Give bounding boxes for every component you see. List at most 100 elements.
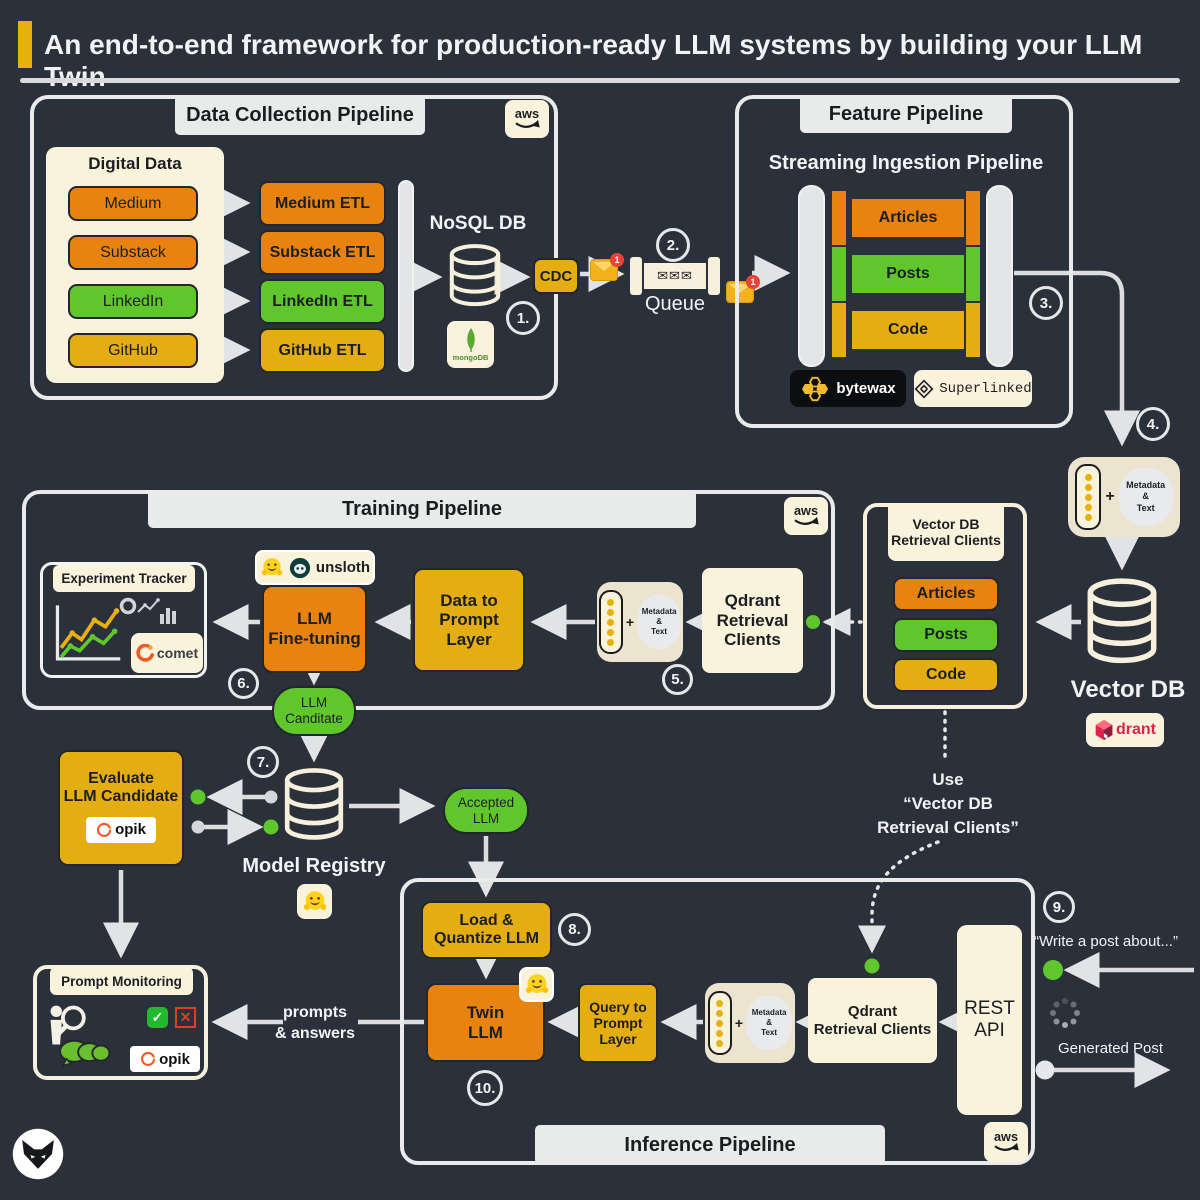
- source-medium: Medium: [68, 186, 198, 221]
- unsloth-icon: [289, 557, 311, 578]
- ingestion-left-bar: [798, 185, 825, 367]
- vdb-item-posts: Posts: [893, 618, 999, 652]
- qdrant-logo: drant: [1086, 713, 1164, 747]
- cdc-node: CDC: [533, 258, 579, 294]
- digital-data-title: Digital Data: [88, 154, 182, 173]
- huggingface-icon-registry: [297, 884, 332, 919]
- user-prompt-text: “Write a post about...”: [1034, 933, 1178, 950]
- streaming-ingestion-title: Streaming Ingestion Pipeline: [768, 152, 1044, 174]
- generated-post-label: Generated Post: [1058, 1040, 1164, 1057]
- aws-icon-3: aws: [984, 1122, 1028, 1162]
- lane-code-left-block: [832, 303, 846, 357]
- etl-github: GitHub ETL: [259, 328, 386, 373]
- experiment-tracker-label: Experiment Tracker: [53, 565, 195, 592]
- queue-icon: ✉✉✉: [644, 263, 706, 289]
- superlinked-icon: [914, 378, 934, 399]
- bytewax-logo: bytewax: [790, 370, 906, 407]
- feature-pipeline-header: Feature Pipeline: [800, 95, 1012, 133]
- inference-pipeline-header: Inference Pipeline: [535, 1125, 885, 1165]
- etl-collector-bar: [398, 180, 414, 372]
- mongodb-icon: mongoDB: [447, 321, 494, 368]
- step-badge-5: 5.: [662, 664, 693, 695]
- queue-left-cap: [630, 257, 642, 295]
- lane-code-right-block: [966, 303, 980, 357]
- inspector-person-icon: [42, 998, 118, 1079]
- etl-linkedin: LinkedIn ETL: [259, 279, 386, 324]
- huggingface-icon-twin: [519, 967, 554, 1002]
- message-envelope-icon-2: 1: [726, 275, 760, 303]
- queue-label: Queue: [644, 293, 706, 315]
- lane-posts-left-block: [832, 247, 846, 301]
- nosql-db-label: NoSQL DB: [429, 213, 527, 234]
- svg-text:aws: aws: [794, 503, 818, 518]
- step-badge-1: 1.: [506, 301, 540, 335]
- huggingface-icon: [261, 557, 283, 575]
- vdb-item-code: Code: [893, 658, 999, 692]
- prompts-answers-label: prompts& answers: [274, 1004, 356, 1042]
- training-pipeline-header: Training Pipeline: [148, 490, 696, 528]
- lane-posts-right-block: [966, 247, 980, 301]
- etl-medium: Medium ETL: [259, 181, 386, 226]
- vector-embedding-icon-inference: + Metadata&Text: [705, 983, 795, 1063]
- lane-articles-right-block: [966, 191, 980, 245]
- lane-posts: Posts: [852, 255, 964, 293]
- qdrant-icon: [1095, 720, 1113, 740]
- loading-spinner-icon: [1048, 996, 1082, 1035]
- step-badge-4: 4.: [1136, 407, 1170, 441]
- vector-pill-icon: [1075, 464, 1102, 530]
- lane-articles-left-block: [832, 191, 846, 245]
- envelope-badge: 1: [610, 253, 624, 267]
- step-badge-3: 3.: [1029, 286, 1063, 320]
- envelope-badge-2: 1: [746, 275, 760, 289]
- prompt-monitoring-title: Prompt Monitoring: [50, 967, 193, 995]
- ingestion-right-bar: [986, 185, 1013, 367]
- metrics-widgets-icon: [118, 596, 180, 631]
- svg-text:aws: aws: [515, 106, 539, 121]
- opik-logo-2: opik: [130, 1046, 200, 1072]
- lane-code: Code: [852, 311, 964, 349]
- check-icon: ✓: [147, 1007, 168, 1028]
- opik-logo: opik: [86, 816, 156, 843]
- svg-text:aws: aws: [994, 1129, 1018, 1144]
- superlinked-logo: Superlinked: [914, 370, 1032, 407]
- bytewax-icon: [802, 376, 829, 401]
- opik-icon: [97, 822, 112, 837]
- vector-embedding-icon-right: + Metadata&Text: [1068, 457, 1180, 537]
- comet-logo: comet: [131, 633, 203, 673]
- vdb-item-articles: Articles: [893, 577, 999, 611]
- step-badge-9: 9.: [1043, 891, 1075, 923]
- data-collection-header: Data Collection Pipeline: [175, 95, 425, 135]
- source-github: GitHub: [68, 333, 198, 368]
- aws-icon: aws: [505, 100, 549, 138]
- page-title: An end-to-end framework for production-r…: [44, 29, 1143, 92]
- etl-substack: Substack ETL: [259, 230, 386, 275]
- reject-x-icon: ✕: [175, 1007, 196, 1028]
- step-badge-2: 2.: [656, 228, 690, 262]
- source-linkedin: LinkedIn: [68, 284, 198, 319]
- source-substack: Substack: [68, 235, 198, 270]
- comet-icon: [136, 644, 154, 662]
- model-registry-icon: [281, 764, 347, 851]
- nosql-database-icon: [446, 243, 504, 314]
- step-badge-6: 6.: [228, 668, 259, 699]
- step-badge-8: 8.: [558, 913, 591, 946]
- title-divider: [20, 78, 1180, 83]
- experiment-tracker-box: [40, 562, 207, 678]
- metrics-chart-icon: [48, 598, 126, 675]
- message-envelope-icon: 1: [590, 253, 624, 281]
- vector-db-label: Vector DB: [1070, 676, 1186, 703]
- vector-embedding-icon-training: + Metadata&Text: [597, 582, 683, 662]
- vector-db-icon: [1083, 575, 1161, 674]
- queue-right-cap: [708, 257, 720, 295]
